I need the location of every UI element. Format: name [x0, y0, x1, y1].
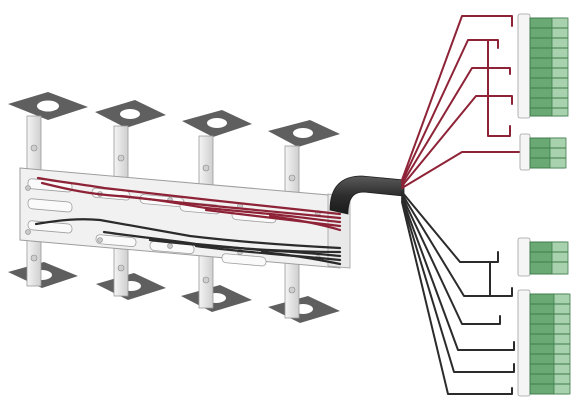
gasket-pad-top-2	[95, 100, 166, 128]
cable-bundle	[329, 175, 405, 215]
gasket-pad-top-4	[268, 120, 340, 147]
top-gasket-pads	[8, 92, 340, 147]
black-fanout-wires	[401, 191, 515, 395]
gasket-pad-bottom-3	[181, 285, 252, 312]
gasket-pad-top-1	[8, 92, 88, 120]
gasket-pad-top-3	[182, 110, 252, 137]
gasket-pad-bottom-4	[268, 296, 340, 323]
gasket-pad-bottom-2	[96, 273, 166, 300]
gasket-pad-bottom-1	[8, 262, 78, 288]
terminal-block-bottom-large	[529, 293, 571, 395]
terminal-block-bottom-small	[529, 241, 569, 275]
red-wires-tray	[36, 176, 342, 232]
terminal-block-top-small	[529, 137, 567, 169]
black-wires-tray	[34, 218, 342, 266]
red-fanout-wires	[401, 15, 529, 189]
terminal-block-top-large	[529, 17, 569, 117]
connector-shells	[517, 13, 531, 397]
